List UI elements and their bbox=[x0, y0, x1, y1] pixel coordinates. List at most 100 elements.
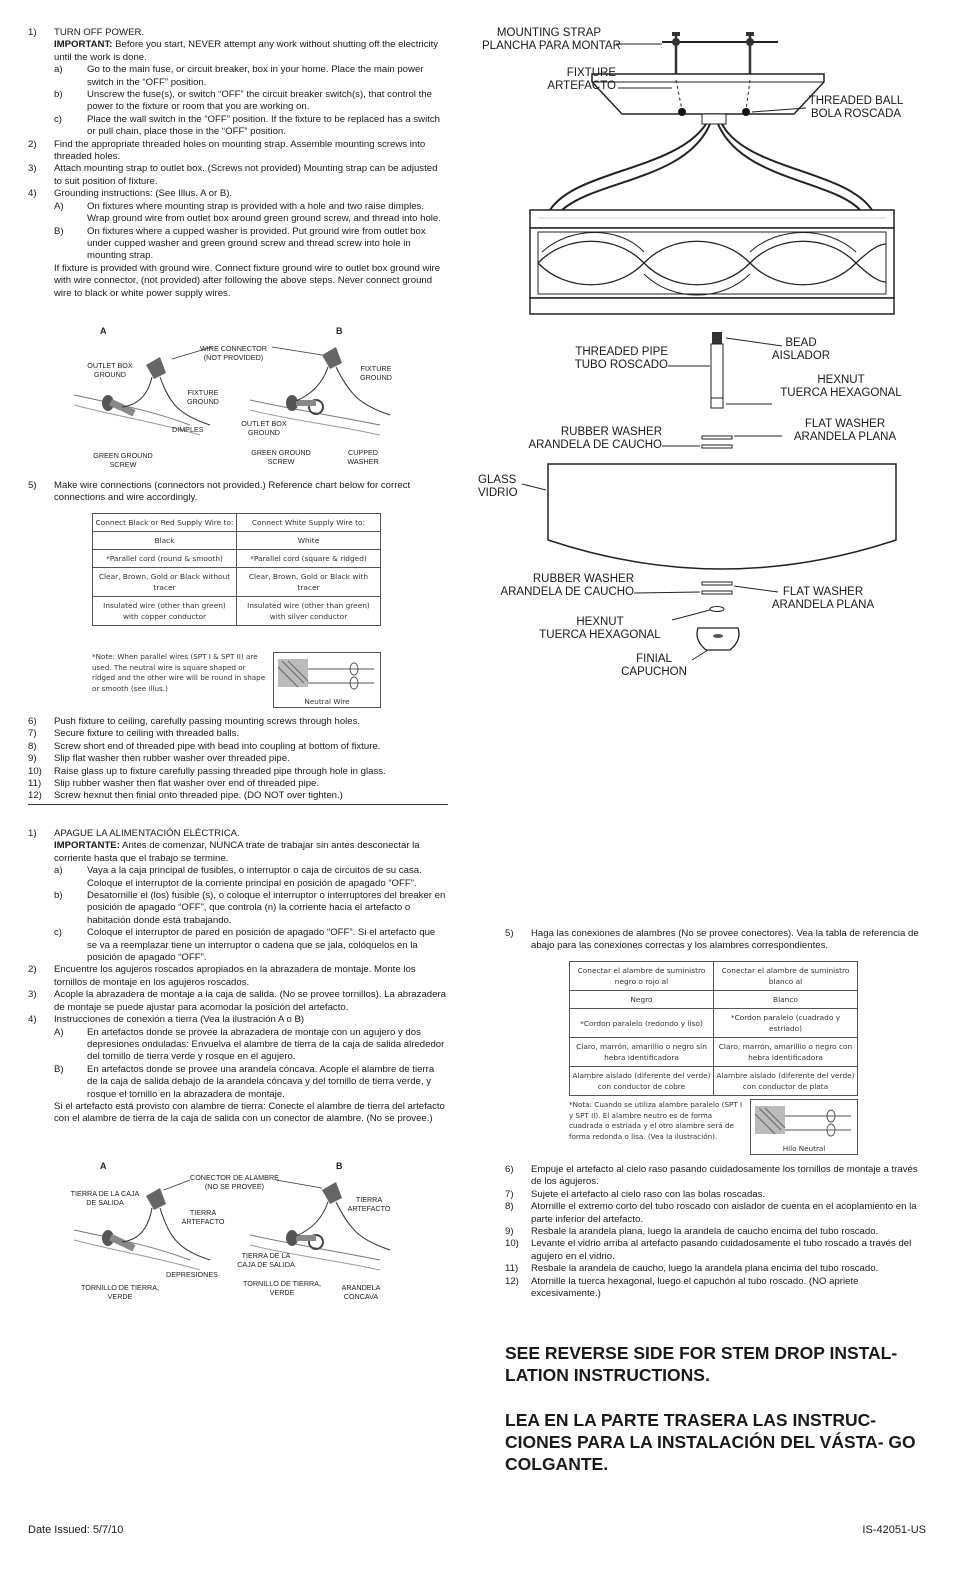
table-cell: *Cordon paralelo (cuadrado y estriado) bbox=[713, 1008, 858, 1038]
step-text: Levante el vidrio arriba al artefacto pa… bbox=[531, 1238, 912, 1262]
step: 10) Levante el vidrio arriba al artefacto… bbox=[505, 1238, 923, 1263]
step-number: 1) bbox=[28, 27, 37, 38]
step-number: 6) bbox=[28, 716, 37, 727]
step-text: Screw short end of threaded pipe with be… bbox=[54, 740, 381, 752]
table-cell: Insulated wire (other than green) with s… bbox=[236, 596, 381, 626]
step: 8) Screw short end of threaded pipe with … bbox=[28, 741, 446, 753]
step: 9)Resbale la arandela plana, luego la ar… bbox=[505, 1226, 923, 1238]
step-text: Encuentre los agujeros roscados apropiad… bbox=[54, 964, 416, 988]
step-text: Go to the main fuse, or circuit breaker,… bbox=[87, 64, 424, 88]
parallel-wire-drawing bbox=[277, 659, 374, 690]
step-number: b) bbox=[54, 89, 63, 101]
step-number: a) bbox=[54, 865, 63, 877]
sub-step: c)Place the wall switch in the “OFF” pos… bbox=[28, 114, 446, 139]
step-text: Unscrew the fuse(s), or switch “OFF” the… bbox=[87, 89, 432, 113]
table-cell: Claro, marrón, amarillio o negro sin heb… bbox=[569, 1037, 714, 1067]
step-text: Empuje el artefacto al cielo raso pasand… bbox=[531, 1164, 918, 1188]
step: IMPORTANTE: Antes de comenzar, NUNCA tra… bbox=[28, 840, 446, 865]
step-number: 12) bbox=[28, 790, 42, 802]
sub-step: A)On fixtures where mounting strap is pr… bbox=[28, 201, 446, 226]
step-text: Si el artefacto está provisto con alambr… bbox=[54, 1100, 445, 1125]
stem-drop-notice-english: SEE REVERSE SIDE FOR STEM DROP INSTAL- L… bbox=[505, 1343, 898, 1385]
green-ground-screw-label-a: GREEN GROUND SCREW bbox=[93, 451, 153, 469]
step: 12) Screw hexnut then finial onto threade… bbox=[28, 790, 446, 802]
step-number: 3) bbox=[28, 163, 37, 175]
spanish-table-note: *Nota: Cuando se utiliza alambre paralel… bbox=[569, 1100, 743, 1141]
english-step-5: 5) Make wire connections (connectors not… bbox=[28, 480, 411, 504]
spanish-neutral-wire-illustration: Hilo Neutral bbox=[750, 1099, 858, 1155]
illus-b-label: B bbox=[336, 1161, 343, 1171]
english-steps-6-12: 6) Push fixture to ceiling, carefully pas… bbox=[28, 716, 446, 803]
date-issued: Date Issued: 5/7/10 bbox=[28, 1524, 124, 1536]
step-number: 3) bbox=[28, 989, 37, 1001]
english-instructions: 1) TURN OFF POWER.IMPORTANT: Before you s… bbox=[28, 27, 446, 300]
step-text: Slip flat washer then rubber washer over… bbox=[54, 753, 290, 765]
english-table-note: *Note: When parallel wires (SPT I & SPT … bbox=[92, 652, 266, 693]
step-text: Coloque el interruptor de pared en posic… bbox=[87, 927, 436, 964]
grounding-drawing bbox=[73, 346, 391, 436]
english-neutral-wire-illustration: Neutral Wire bbox=[273, 652, 381, 708]
step-number: 9) bbox=[28, 753, 37, 765]
important-label: IMPORTANT: bbox=[54, 39, 113, 51]
table-cell: Claro, marrón, amarillio o negro con heb… bbox=[713, 1037, 858, 1067]
step: IMPORTANT: Before you start, NEVER attem… bbox=[28, 39, 446, 64]
step-number: B) bbox=[54, 225, 64, 237]
step-text: TURN OFF POWER. bbox=[54, 27, 145, 38]
wire-connector-label: CONECTOR DE ALAMBRE(NO SE PROVEE) bbox=[190, 1173, 279, 1191]
step-number: 7) bbox=[28, 728, 37, 740]
document-code: IS-42051-US bbox=[862, 1524, 926, 1536]
important-text: Before you start, NEVER attempt any work… bbox=[54, 39, 439, 63]
step: 4) Instrucciones de conexión a tierra (Ve… bbox=[28, 1014, 446, 1026]
sub-step: a)Go to the main fuse, or circuit breake… bbox=[28, 64, 446, 89]
spanish-wire-table: Conectar el alambre de suministro negro … bbox=[569, 961, 858, 1096]
step: 11)Slip rubber washer then flat washer o… bbox=[28, 778, 446, 790]
step-text: Push fixture to ceiling, carefully passi… bbox=[54, 716, 361, 727]
step-text: Secure fixture to ceiling with threaded … bbox=[54, 728, 240, 740]
table-cell: Blanco bbox=[713, 990, 858, 1009]
spanish-instructions: 1)APAGUE LA ALIMENTACIÓN ELÉCTRICA.IMPOR… bbox=[28, 828, 446, 1126]
step-number: 11) bbox=[505, 1263, 519, 1275]
step-text: Resbale la arandela de caucho, luego la … bbox=[531, 1263, 879, 1275]
step-text: Sujete el artefacto al cielo raso con la… bbox=[531, 1188, 766, 1200]
dimples-label: DEPRESIONES bbox=[166, 1270, 218, 1279]
step-number: 2) bbox=[28, 138, 37, 150]
step-number: 8) bbox=[505, 1201, 514, 1213]
step-number: 4) bbox=[28, 1014, 37, 1026]
table-cell: White bbox=[236, 531, 381, 550]
step: 7) Sujete el artefacto al cielo raso con … bbox=[505, 1189, 923, 1201]
step-number: 12) bbox=[505, 1275, 519, 1287]
table-cell: Clear, Brown, Gold or Black without trac… bbox=[92, 567, 237, 597]
outlet-box-ground-label-a: OUTLET BOX GROUND bbox=[87, 361, 133, 379]
green-ground-screw-label-b: TORNILLO DE TIERRA, VERDE bbox=[242, 1279, 322, 1297]
step: 1) TURN OFF POWER. bbox=[28, 27, 446, 39]
sub-step: B)On fixtures where a cupped washer is p… bbox=[28, 226, 446, 263]
step-number: 10) bbox=[505, 1238, 519, 1250]
grounding-drawing bbox=[73, 1179, 391, 1271]
step-number: 8) bbox=[28, 740, 37, 752]
step: 7) Secure fixture to ceiling with threade… bbox=[28, 728, 446, 740]
step: If fixture is provided with ground wire.… bbox=[28, 263, 446, 300]
outlet-box-ground-label-b: TIERRA DE LA CAJA DE SALIDA bbox=[237, 1251, 295, 1269]
step: 10)Raise glass up to fixture carefully p… bbox=[28, 766, 446, 778]
cupped-washer-label: ARANDELA CONCAVA bbox=[341, 1283, 381, 1301]
table-cell: Black bbox=[92, 531, 237, 550]
step-text: Screw hexnut then finial onto threaded p… bbox=[54, 790, 343, 802]
spanish-grounding-illustration: A B CONECTOR DE ALAMBRE(NO SE PROVEE) TI… bbox=[60, 1160, 400, 1310]
step: 3)Attach mounting strap to outlet box. (… bbox=[28, 163, 446, 188]
step-text: Find the appropriate threaded holes on m… bbox=[54, 138, 426, 163]
step-text: Slip rubber washer then flat washer over… bbox=[54, 778, 320, 790]
illus-a-label: A bbox=[100, 326, 107, 336]
step-number: 7) bbox=[505, 1188, 514, 1200]
step-text: Instrucciones de conexión a tierra (Vea … bbox=[54, 1014, 305, 1026]
step-text: Place the wall switch in the “OFF” posit… bbox=[87, 113, 440, 138]
sub-step: b)Desatornille el (los) fusible (s), o c… bbox=[28, 890, 446, 927]
green-ground-screw-label-a: TORNILLO DE TIERRA, VERDE bbox=[80, 1283, 160, 1301]
